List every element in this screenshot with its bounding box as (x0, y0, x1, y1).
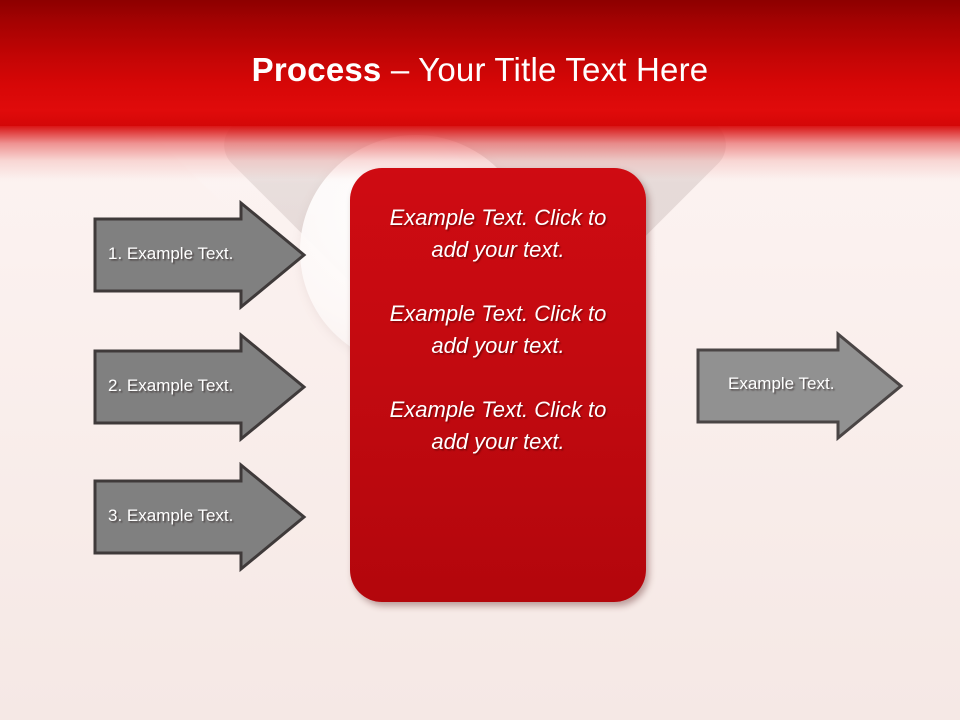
arrow-right-icon (93, 461, 307, 573)
arrow-right-icon (696, 330, 904, 442)
page-title: Process – Your Title Text Here (0, 50, 960, 90)
input-arrow-2[interactable]: 2. Example Text. (93, 331, 307, 443)
input-arrow-3[interactable]: 3. Example Text. (93, 461, 307, 573)
page-title-rest: – Your Title Text Here (381, 51, 709, 88)
output-arrow[interactable]: Example Text. (696, 330, 904, 442)
input-arrow-1[interactable]: 1. Example Text. (93, 199, 307, 311)
arrow-right-icon (93, 331, 307, 443)
center-red-panel[interactable]: Example Text. Click to add your text. Ex… (350, 168, 646, 602)
panel-text-block-3: Example Text. Click to add your text. (389, 397, 607, 454)
panel-text-block-2: Example Text. Click to add your text. (389, 301, 607, 358)
panel-text-block-1: Example Text. Click to add your text. (389, 205, 607, 262)
arrow-right-icon (93, 199, 307, 311)
page-title-bold: Process (251, 51, 382, 88)
header-band (0, 0, 960, 126)
